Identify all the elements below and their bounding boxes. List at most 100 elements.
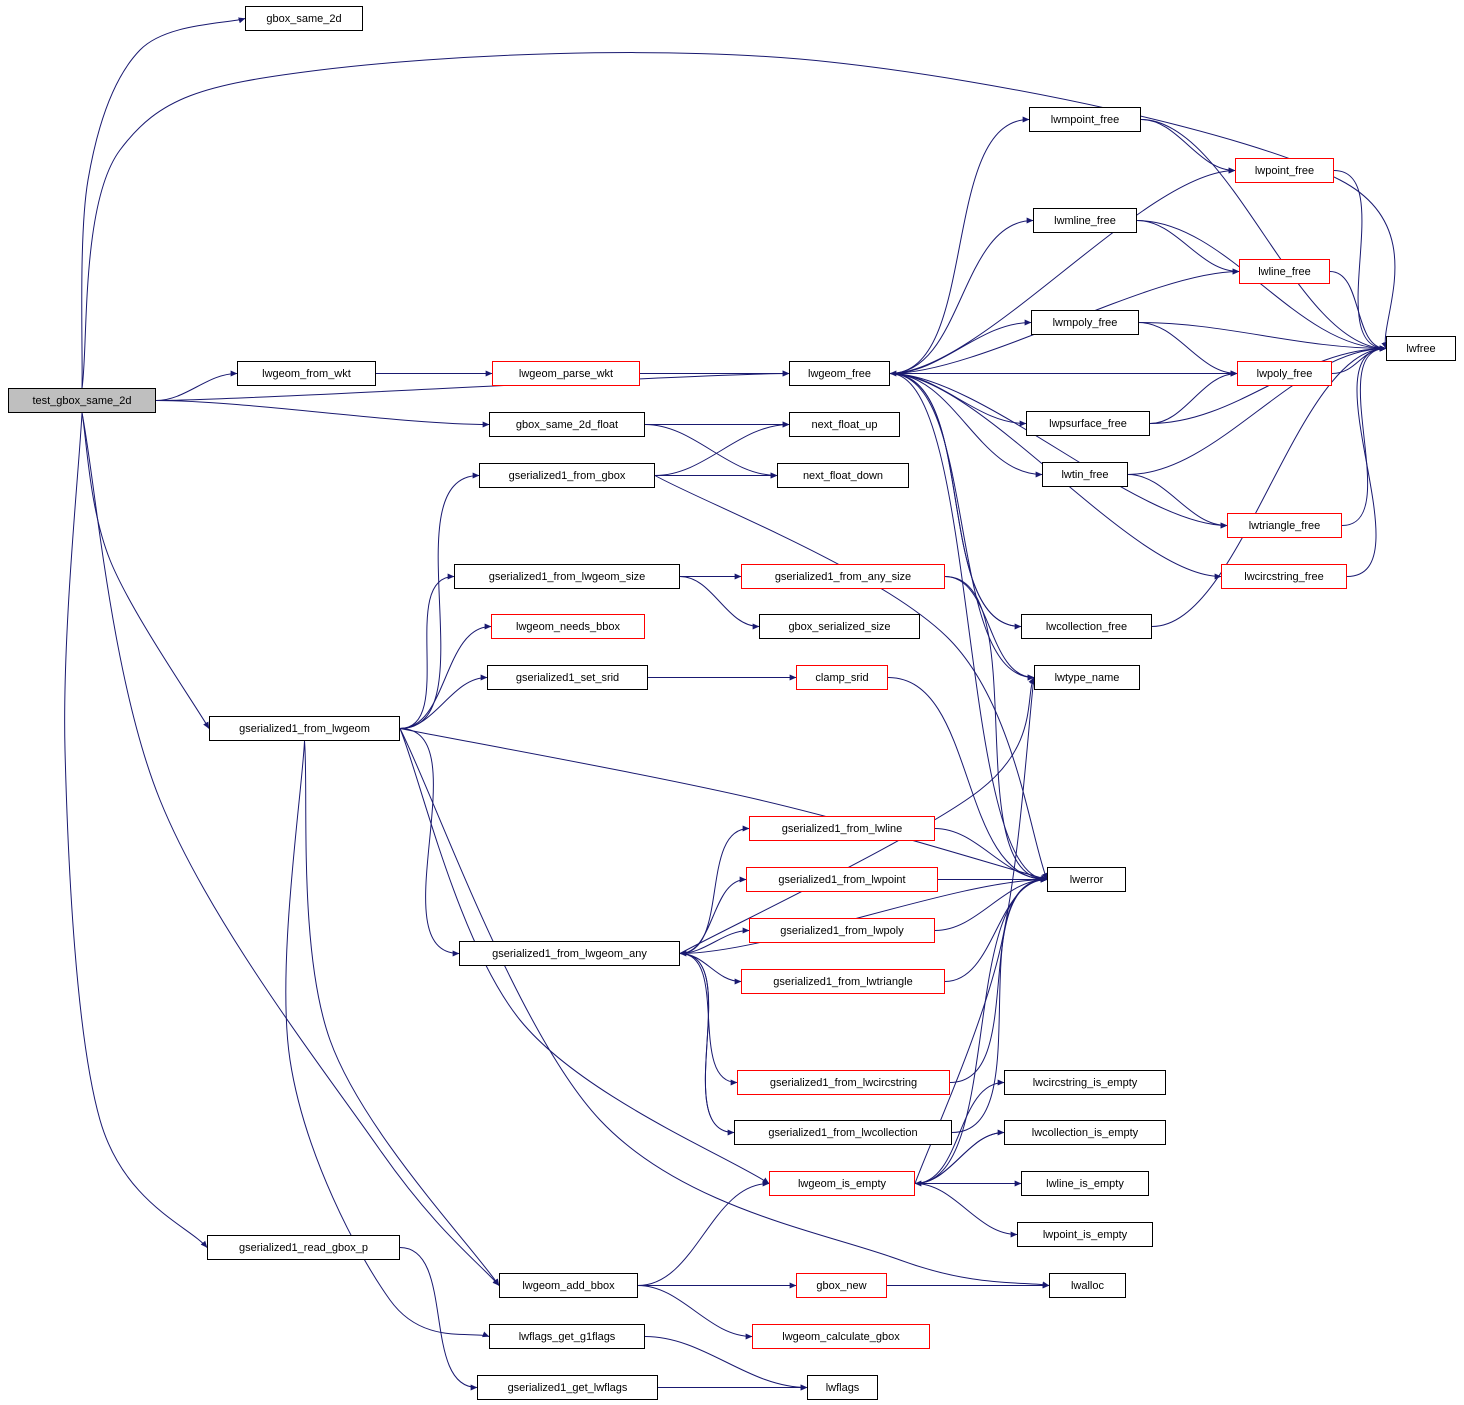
node-lwmpoint_free[interactable]: lwmpoint_free [1029, 107, 1141, 132]
node-lwgeom_from_wkt[interactable]: lwgeom_from_wkt [237, 361, 376, 386]
edge-lwcollection_free-to-lwgeom_free [889, 370, 1022, 627]
node-lwline_free[interactable]: lwline_free [1239, 259, 1330, 284]
edge-lwgeom_free-to-lwmline_free [889, 217, 1034, 374]
edge-lwgeom_is_empty-to-lwpoint_is_empty [914, 1183, 1018, 1238]
edge-gserialized1_from_lwgeom-to-lwgeom_add_bbox [304, 740, 500, 1286]
edge-lwcircstring_free-to-lwfree [1346, 345, 1387, 577]
node-lwpsurface_free[interactable]: lwpsurface_free [1026, 411, 1150, 436]
node-lwpoint_is_empty[interactable]: lwpoint_is_empty [1017, 1222, 1153, 1247]
edge-lwgeom_free-to-lwmpoint_free [889, 116, 1030, 374]
edge-gserialized1_from_lwgeom-to-lwgeom_needs_bbox [399, 623, 492, 729]
node-lwcollection_is_empty[interactable]: lwcollection_is_empty [1004, 1120, 1166, 1145]
node-gserialized1_read_gbox_p[interactable]: gserialized1_read_gbox_p [207, 1235, 400, 1260]
edge-lwgeom_add_bbox-to-lwgeom_calculate_gbox [637, 1285, 753, 1340]
node-gserialized1_from_lwcollection[interactable]: gserialized1_from_lwcollection [734, 1120, 952, 1145]
node-gserialized1_from_lwtriangle[interactable]: gserialized1_from_lwtriangle [741, 969, 945, 994]
node-lwcircstring_is_empty[interactable]: lwcircstring_is_empty [1004, 1070, 1166, 1095]
edge-gserialized1_from_lwgeom-to-lwalloc [399, 728, 1050, 1288]
node-gbox_new[interactable]: gbox_new [796, 1273, 887, 1298]
node-next_float_up[interactable]: next_float_up [789, 412, 900, 437]
node-next_float_down[interactable]: next_float_down [777, 463, 909, 488]
node-clamp_srid[interactable]: clamp_srid [796, 665, 888, 690]
node-lwfree[interactable]: lwfree [1386, 336, 1456, 361]
edge-test_gbox_same_2d-to-lwfree [81, 52, 1396, 389]
node-lwerror[interactable]: lwerror [1047, 867, 1126, 892]
edge-lwgeom_is_empty-to-lwerror [914, 876, 1048, 1184]
edge-test_gbox_same_2d-to-gserialized1_from_lwgeom [81, 412, 210, 729]
node-gserialized1_from_any_size[interactable]: gserialized1_from_any_size [741, 564, 945, 589]
edge-lwgeom_free-to-lwpoint_free [889, 167, 1236, 374]
edge-lwmpoint_free-to-lwpoint_free [1140, 119, 1236, 174]
node-gbox_same_2d_float[interactable]: gbox_same_2d_float [489, 412, 645, 437]
node-gserialized1_get_lwflags[interactable]: gserialized1_get_lwflags [477, 1375, 658, 1400]
node-lwpoint_free[interactable]: lwpoint_free [1235, 158, 1334, 183]
edge-lwpoint_free-to-lwfree [1333, 170, 1387, 352]
edge-lwgeom_add_bbox-to-lwgeom_is_empty [637, 1180, 770, 1286]
node-test_gbox_same_2d[interactable]: test_gbox_same_2d [8, 388, 156, 413]
edge-lwpsurface_free-to-lwpoly_free [1149, 370, 1238, 424]
edge-test_gbox_same_2d-to-lwgeom_free [155, 370, 790, 401]
node-gserialized1_from_lwgeom_any[interactable]: gserialized1_from_lwgeom_any [459, 941, 680, 966]
node-lwflags_get_g1flags[interactable]: lwflags_get_g1flags [489, 1324, 645, 1349]
edge-lwflags_get_g1flags-to-lwflags [644, 1336, 808, 1391]
edge-test_gbox_same_2d-to-lwgeom_add_bbox [81, 412, 500, 1286]
edge-gserialized1_from_lwgeom_size-to-gbox_serialized_size [679, 576, 760, 630]
node-gserialized1_from_lwline[interactable]: gserialized1_from_lwline [749, 816, 935, 841]
node-gserialized1_set_srid[interactable]: gserialized1_set_srid [487, 665, 648, 690]
edge-lwpsurface_free-to-lwfree [1149, 345, 1387, 424]
node-lwcollection_free[interactable]: lwcollection_free [1021, 614, 1152, 639]
node-lwalloc[interactable]: lwalloc [1049, 1273, 1126, 1298]
edge-gserialized1_from_lwgeom_any-to-gserialized1_from_lwpoly [679, 927, 750, 954]
node-lwgeom_free[interactable]: lwgeom_free [789, 361, 890, 386]
edge-lwgeom_free-to-lwpsurface_free [889, 373, 1027, 427]
node-gserialized1_from_gbox[interactable]: gserialized1_from_gbox [479, 463, 655, 488]
node-lwgeom_parse_wkt[interactable]: lwgeom_parse_wkt [492, 361, 640, 386]
node-lwgeom_is_empty[interactable]: lwgeom_is_empty [769, 1171, 915, 1196]
edge-gserialized1_from_lwgeom-to-gserialized1_from_gbox [399, 472, 480, 729]
node-lwline_is_empty[interactable]: lwline_is_empty [1021, 1171, 1149, 1196]
edge-lwgeom_free-to-lwtin_free [889, 373, 1043, 478]
edge-gserialized1_from_lwgeom_any-to-lwtype_name [679, 677, 1035, 954]
edge-gserialized1_from_lwgeom-to-gserialized1_set_srid [399, 674, 488, 729]
node-gserialized1_from_lwgeom_size[interactable]: gserialized1_from_lwgeom_size [454, 564, 680, 589]
node-gserialized1_from_lwgeom[interactable]: gserialized1_from_lwgeom [209, 716, 400, 741]
edge-test_gbox_same_2d-to-lwgeom_from_wkt [155, 370, 238, 401]
edge-lwgeom_free-to-lwmpoly_free [889, 319, 1032, 374]
edge-lwmpoint_free-to-lwfree [1140, 119, 1387, 352]
edge-gserialized1_from_gbox-to-next_float_up [654, 421, 790, 476]
node-gserialized1_from_lwcircstring[interactable]: gserialized1_from_lwcircstring [737, 1070, 950, 1095]
node-lwgeom_add_bbox[interactable]: lwgeom_add_bbox [499, 1273, 638, 1298]
node-lwtin_free[interactable]: lwtin_free [1042, 462, 1128, 487]
node-gbox_same_2d[interactable]: gbox_same_2d [245, 6, 363, 31]
node-lwpoly_free[interactable]: lwpoly_free [1237, 361, 1332, 386]
edge-lwmpoly_free-to-lwpoly_free [1138, 322, 1238, 377]
edge-lwmline_free-to-lwfree [1136, 220, 1387, 352]
edge-test_gbox_same_2d-to-gbox_same_2d_float [155, 400, 490, 428]
edge-gserialized1_from_gbox-to-lwerror [654, 475, 1048, 880]
edge-gserialized1_from_lwgeom-to-lwflags_get_g1flags [285, 740, 490, 1338]
edge-lwgeom_free-to-lwerror [889, 373, 1048, 883]
node-lwmpoly_free[interactable]: lwmpoly_free [1031, 310, 1139, 335]
edge-gserialized1_from_lwgeom-to-gserialized1_from_lwgeom_any [399, 728, 460, 957]
node-gbox_serialized_size[interactable]: gbox_serialized_size [759, 614, 920, 639]
node-lwgeom_calculate_gbox[interactable]: lwgeom_calculate_gbox [752, 1324, 930, 1349]
node-lwmline_free[interactable]: lwmline_free [1033, 208, 1137, 233]
node-lwtype_name[interactable]: lwtype_name [1034, 665, 1140, 690]
edge-gserialized1_from_lwcircstring-to-lwerror [949, 876, 1048, 1083]
edge-gserialized1_from_lwgeom_any-to-gserialized1_from_lwpoint [679, 876, 747, 954]
edge-gserialized1_from_lwgeom-to-lwgeom_is_empty [399, 728, 770, 1184]
node-lwcircstring_free[interactable]: lwcircstring_free [1221, 564, 1347, 589]
node-lwtriangle_free[interactable]: lwtriangle_free [1227, 513, 1342, 538]
node-gserialized1_from_lwpoint[interactable]: gserialized1_from_lwpoint [746, 867, 938, 892]
node-lwflags[interactable]: lwflags [807, 1375, 878, 1400]
edge-gserialized1_from_lwline-to-lwerror [934, 828, 1048, 883]
node-lwgeom_needs_bbox[interactable]: lwgeom_needs_bbox [491, 614, 645, 639]
edge-lwcollection_free-to-lwfree [1151, 345, 1387, 627]
edge-clamp_srid-to-lwerror [887, 677, 1048, 883]
edge-lwtin_free-to-lwtriangle_free [1127, 474, 1228, 529]
edge-gserialized1_from_lwgeom_any-to-gserialized1_from_lwline [679, 825, 750, 954]
node-gserialized1_from_lwpoly[interactable]: gserialized1_from_lwpoly [749, 918, 935, 943]
edge-gserialized1_from_lwgeom-to-lwerror [399, 728, 1048, 881]
edge-gserialized1_from_lwgeom_any-to-gserialized1_from_lwtriangle [679, 953, 742, 985]
